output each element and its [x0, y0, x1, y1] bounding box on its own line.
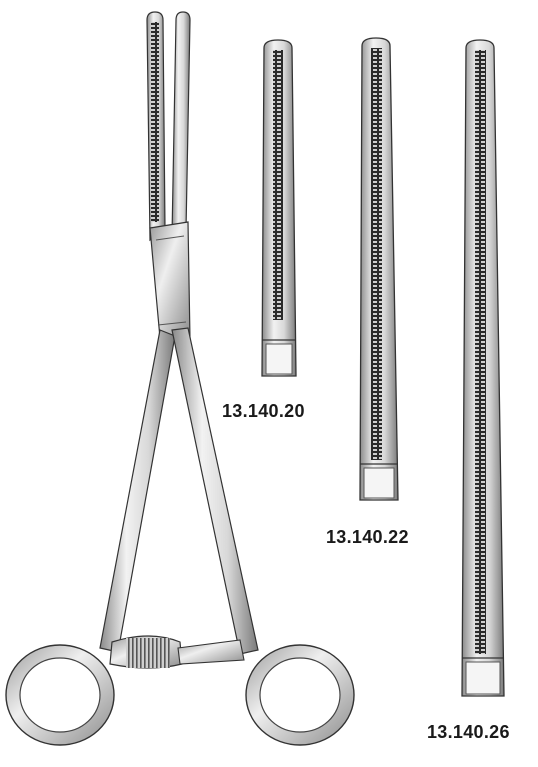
jaw-insert-icon-22 [359, 37, 399, 501]
product-code-22: 13.140.22 [326, 527, 409, 547]
forceps-grip-ridges [126, 638, 170, 668]
clamp-forceps-icon [5, 11, 355, 746]
forceps-left-shank [99, 329, 176, 653]
forceps-right-ring [245, 644, 355, 746]
forceps-left-ring [5, 644, 115, 746]
product-code-20: 13.140.20 [222, 401, 305, 421]
forceps-left-serration [151, 22, 159, 222]
jaw-insert-icon-20 [261, 39, 297, 377]
jaw-insert-icon-26 [461, 39, 505, 697]
forceps-right-jaw [171, 11, 191, 237]
product-code-26: 13.140.26 [427, 722, 510, 742]
forceps-right-shank [171, 327, 259, 655]
